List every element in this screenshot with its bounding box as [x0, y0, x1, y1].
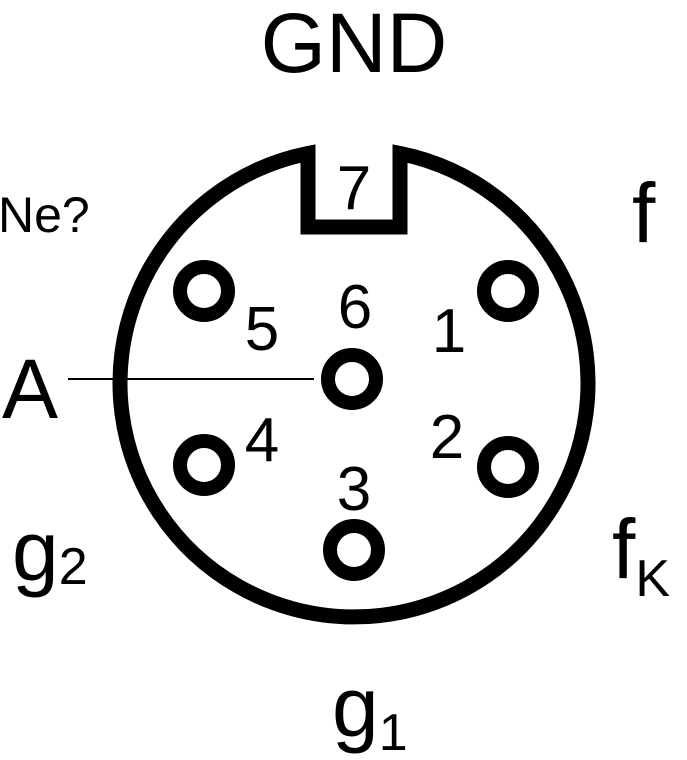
- g2-label-subscript: 2: [59, 538, 88, 596]
- socket-outline: [112, 144, 596, 625]
- pin-5-number: 5: [245, 295, 279, 364]
- pin-1-hole: [477, 260, 539, 322]
- pin-2-hole: [477, 436, 539, 498]
- a-label: A: [2, 342, 58, 436]
- g1-label-base: g: [332, 660, 379, 754]
- f-label: f: [632, 166, 656, 260]
- pin-7-number: 7: [337, 154, 371, 223]
- pin-4-number: 4: [245, 406, 279, 475]
- ne-label: Ne?: [0, 187, 90, 243]
- g2-label: g2: [12, 504, 88, 598]
- fk-label-subscript: K: [635, 550, 670, 608]
- pin-4-hole: [173, 434, 235, 496]
- gnd-label: GND: [261, 0, 448, 90]
- pin-6-hole: [321, 348, 383, 410]
- fk-label: fK: [612, 502, 670, 608]
- fk-label-base: f: [612, 502, 636, 596]
- pin-3-number: 3: [337, 455, 371, 524]
- pin-5-hole: [173, 260, 235, 322]
- pin-3-hole: [323, 519, 385, 581]
- pin-2-number: 2: [430, 403, 464, 472]
- g1-label-subscript: 1: [379, 704, 408, 760]
- pin-6-number: 6: [338, 273, 372, 342]
- g1-label: g1: [332, 660, 408, 760]
- g2-label-base: g: [12, 504, 59, 598]
- pin-1-number: 1: [432, 297, 466, 366]
